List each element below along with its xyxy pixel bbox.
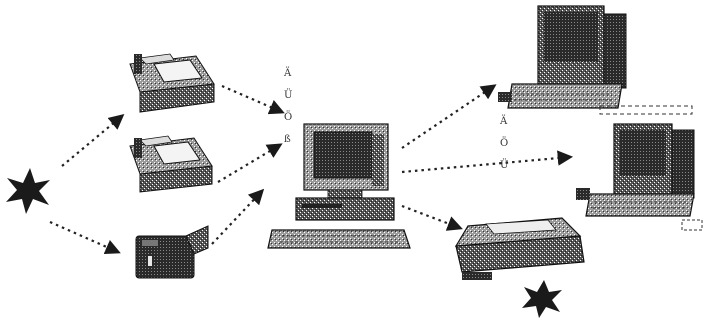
annotation-glyph: ß: [284, 134, 291, 145]
annotation-glyph: Ö: [284, 111, 292, 123]
edge-scanner-middle-to-computer: [218, 145, 280, 182]
annotation-glyph: Ü: [500, 159, 508, 171]
edge-scanner-top-to-computer: [222, 86, 282, 112]
annotation-glyph: Ä: [499, 115, 508, 127]
annotation-glyph: Ä: [283, 67, 292, 79]
camera: [136, 226, 208, 278]
terminal-top-right: [498, 6, 692, 114]
annotation-glyph: Ö: [500, 137, 508, 149]
annotation-pc-to-outputs: Ä Ö Ü: [499, 115, 508, 171]
annotation-glyph: Ü: [284, 89, 292, 101]
edge-star-to-scanner: [62, 116, 122, 166]
scanner-middle: [130, 136, 212, 192]
scanner-top: [130, 54, 214, 112]
annotation-input-to-pc: Ä Ü Ö ß: [283, 67, 292, 145]
edge-computer-to-terminal-top: [402, 86, 494, 148]
printer: [456, 218, 584, 280]
edge-computer-to-printer: [402, 206, 460, 228]
edge-computer-to-terminal-right: [402, 157, 570, 172]
edge-star-to-camera: [50, 222, 118, 252]
source-star: [6, 168, 50, 214]
terminal-right: [576, 124, 702, 230]
star-icon: [522, 280, 562, 318]
edge-camera-to-computer: [212, 191, 262, 244]
printer-star-group: [522, 280, 562, 318]
star-icon: [6, 168, 50, 214]
